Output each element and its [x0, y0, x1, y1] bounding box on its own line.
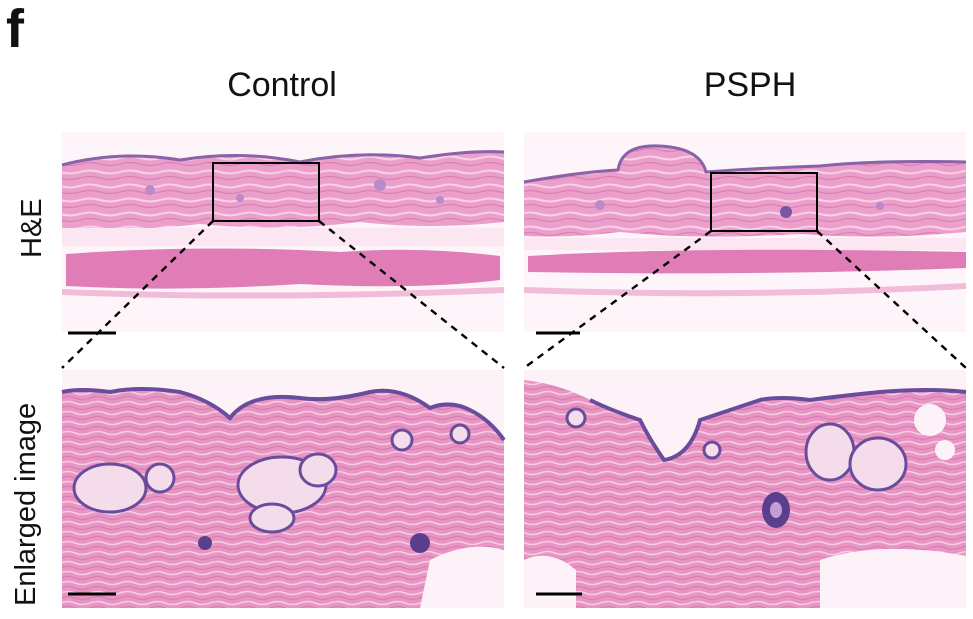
enlarged-psph-image — [524, 370, 967, 608]
he-psph-image — [523, 132, 967, 335]
column-title-psph: PSPH — [703, 66, 797, 104]
zoom-box-psph — [710, 172, 818, 232]
panel-letter: f — [6, 0, 24, 59]
column-title-control: Control — [227, 66, 337, 104]
zoom-connectors — [61, 220, 967, 369]
enlarged-control-image — [61, 370, 506, 608]
zoom-box-control — [212, 162, 320, 222]
